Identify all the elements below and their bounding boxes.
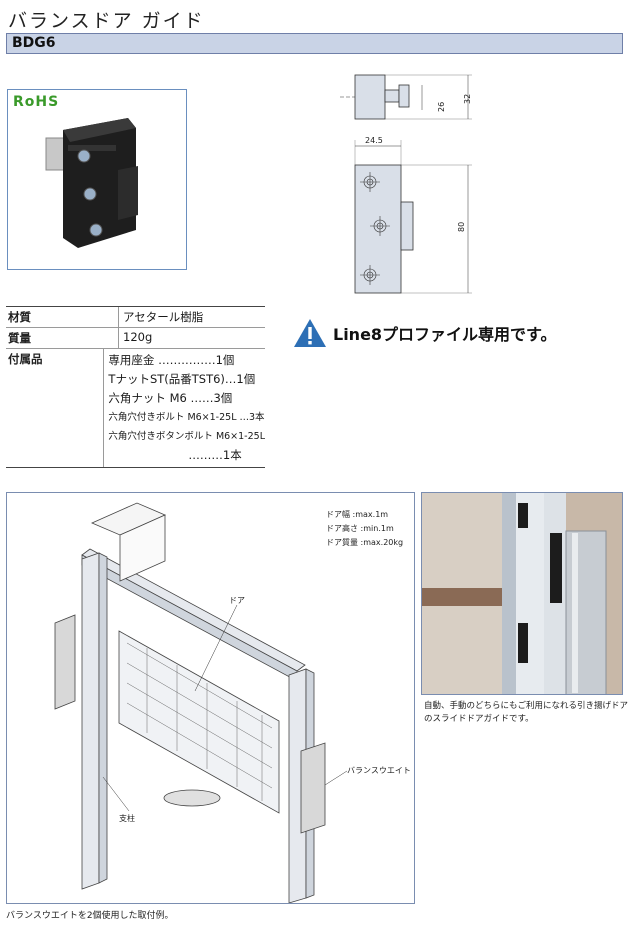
label-door: ドア xyxy=(229,596,245,605)
spec-label: 付属品 xyxy=(8,352,43,366)
warning-notice: Line8プロファイル専用です。 xyxy=(293,318,556,348)
note-door-mass: ドア質量 :max.20kg xyxy=(326,538,404,547)
spec-table: 材質 アセタール樹脂 質量 120g 付属品 専用座金 ……………1個 Tナット… xyxy=(6,306,265,468)
spec-label: 材質 xyxy=(8,310,31,324)
label-post: 支柱 xyxy=(119,813,135,823)
warning-text: Line8プロファイル専用です。 xyxy=(333,325,557,344)
dim-26: 26 xyxy=(437,102,446,112)
product-code-bar: BDG6 xyxy=(6,33,623,54)
accessory-item: 専用座金 ……………1個 xyxy=(108,353,235,367)
accessory-item: 六角穴付きボタンボルト M6×1-25L xyxy=(108,431,265,442)
dim-32: 32 xyxy=(463,94,472,104)
spec-value: アセタール樹脂 xyxy=(118,307,265,327)
product-code: BDG6 xyxy=(12,35,56,51)
product-photo xyxy=(45,118,138,248)
spec-value: 120g xyxy=(118,328,265,348)
spec-label: 質量 xyxy=(8,331,31,345)
spec-notes: ドア幅 :max.1m ドア高さ :min.1m ドア質量 :max.20kg xyxy=(326,508,403,550)
dim-80: 80 xyxy=(457,222,466,232)
application-photo xyxy=(422,493,622,694)
warning-triangle-icon xyxy=(294,319,326,347)
accessory-item: TナットST(品番TST6)…1個 xyxy=(108,372,256,386)
page-title: バランスドア ガイド xyxy=(8,10,205,32)
application-photo-caption: 自動、手動のどちらにもご利用になれる引き揚げドアのスライドドアガイドです。 xyxy=(424,701,629,724)
spec-row-material: 材質 アセタール樹脂 xyxy=(6,307,265,328)
spec-row-weight: 質量 120g xyxy=(6,328,265,349)
rohs-badge: RoHS xyxy=(13,94,60,110)
label-balance-weight: バランスウエイト xyxy=(347,766,411,775)
accessory-item: 六角ナット M6 ……3個 xyxy=(108,391,233,405)
product-photo-box: RoHS xyxy=(7,89,187,270)
installation-illustration-box: ドア バランスウエイト 支柱 xyxy=(6,492,415,904)
note-door-width: ドア幅 :max.1m xyxy=(326,510,389,519)
accessory-list: 専用座金 ……………1個 TナットST(品番TST6)…1個 六角ナット M6 … xyxy=(103,349,265,467)
technical-drawing: 26 32 24.5 80 xyxy=(340,74,472,294)
dim-24-5: 24.5 xyxy=(365,136,383,145)
note-door-height: ドア高さ :min.1m xyxy=(326,524,394,533)
accessory-item: ………1本 xyxy=(188,448,242,462)
illustration-caption: バランスウエイトを2個使用した取付例。 xyxy=(6,911,174,921)
accessory-item: 六角穴付きボルト M6×1-25L …3本 xyxy=(108,412,265,423)
spec-row-accessories: 付属品 専用座金 ……………1個 TナットST(品番TST6)…1個 六角ナット… xyxy=(6,349,265,467)
application-photo-box xyxy=(421,492,623,695)
installation-illustration: ドア バランスウエイト 支柱 xyxy=(54,502,411,903)
